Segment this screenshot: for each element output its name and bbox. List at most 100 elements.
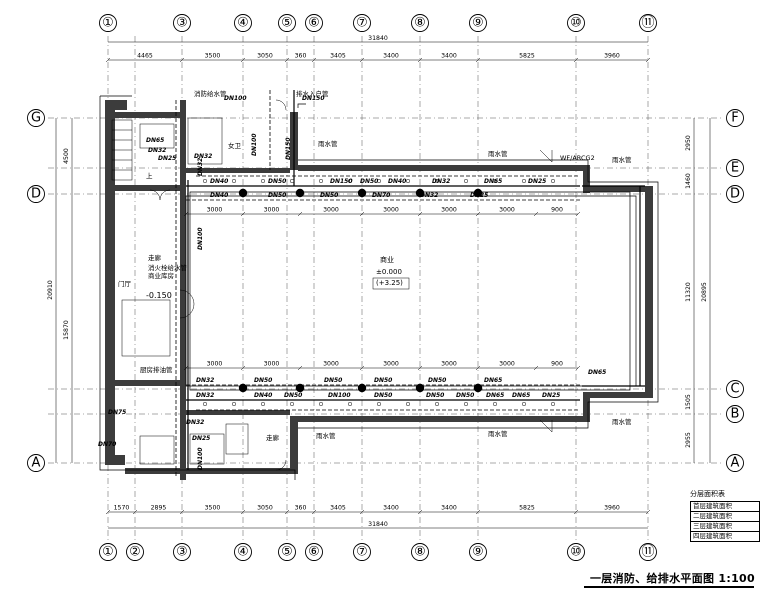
pipe-label-vertical: DN100: [197, 447, 204, 470]
wall-left: [105, 100, 127, 455]
axis-top-0-label: ①: [102, 16, 114, 31]
dim-bay-bottom-text: 3000: [264, 361, 280, 368]
dim-bay-bottom-text: 3000: [323, 361, 339, 368]
axis-right-0: F: [726, 109, 744, 127]
pipe-label-lower: DN40: [254, 392, 272, 399]
axis-bottom-7-label: ⑧: [414, 545, 426, 560]
sprinkler-upper: [434, 178, 440, 184]
axis-bottom-9-label: ⑩: [570, 545, 582, 560]
dim-bottom-tick: [311, 509, 317, 515]
dim-bottom-text: 3405: [330, 505, 346, 512]
column-upper: [238, 188, 248, 198]
area-table-row: 四层建筑面积: [690, 531, 760, 542]
label-corridor: 走廊: [148, 253, 162, 262]
axis-bottom-7: ⑧: [411, 543, 429, 561]
dim-right-0: 2950: [685, 135, 692, 151]
wall-upper-inner: [180, 168, 290, 173]
pipe-label-lower-low: DN65: [484, 377, 502, 384]
dim-bay-bottom-tick: [297, 365, 303, 371]
label-elevation: ±0.000: [376, 268, 402, 276]
dim-bay-top-tick: [297, 211, 303, 217]
drawing-title-underline: [584, 586, 754, 588]
dim-bay-bottom-tick: [359, 365, 365, 371]
columns: [238, 188, 483, 393]
axis-bottom-5-label: ⑥: [308, 545, 320, 560]
area-table-cell: 首层建筑面积: [690, 501, 760, 512]
dim-bay-top-text: 3000: [383, 207, 399, 214]
label-commercial: 商业: [380, 255, 394, 264]
pipe-label-lower: DN100: [328, 392, 351, 399]
wall-lower-inner: [186, 410, 290, 415]
sprinkler-lower: [550, 401, 556, 407]
axis-top-9: ⑪: [639, 14, 657, 32]
pipe-label-upper-low: DN70: [372, 192, 390, 199]
axis-bottom-6-label: ⑦: [356, 545, 368, 560]
axis-right-2-label: D: [730, 187, 740, 202]
dim-top-tick: [645, 57, 651, 63]
axis-top-4-label: ⑥: [308, 16, 320, 31]
dim-bottom-tick: [475, 509, 481, 515]
column-lower: [357, 383, 367, 393]
dim-bay-bottom-text: 900: [551, 361, 563, 368]
column-lower: [415, 383, 425, 393]
sprinkler-lower: [318, 401, 324, 407]
pipe-label-misc: DN100: [224, 95, 247, 102]
sprinkler-upper: [550, 178, 556, 184]
column-upper: [473, 188, 483, 198]
dim-top-tick: [240, 57, 246, 63]
commercial-boundary-inner: [185, 195, 637, 387]
dim-bay-bottom-tick: [417, 365, 423, 371]
axis-left-0: G: [27, 109, 45, 127]
axis-top-2: ④: [234, 14, 252, 32]
area-table-row: 首层建筑面积: [690, 501, 760, 512]
axis-left-2: A: [27, 454, 45, 472]
area-table-cell: 四层建筑面积: [690, 531, 760, 542]
axis-bottom-2-label: ③: [176, 545, 188, 560]
door-swing-3: [275, 99, 287, 111]
dim-top-total: 31840: [368, 35, 388, 42]
dim-bay-top-tick: [240, 211, 246, 217]
sprinkler-upper: [347, 178, 353, 184]
pipe-label-lower: DN32: [196, 392, 214, 399]
dim-bay-top-text: 3000: [441, 207, 457, 214]
wall-corridor: [180, 100, 186, 480]
axis-top-1: ③: [173, 14, 191, 32]
axis-left-1-label: D: [31, 187, 41, 202]
dim-top-tick: [311, 57, 317, 63]
dim-top-text: 3960: [604, 53, 620, 60]
rain-pipe-4: 雨水管: [612, 417, 632, 426]
pipes: [175, 90, 645, 478]
axis-top-4: ⑥: [305, 14, 323, 32]
rain-pipe-2: 雨水管: [488, 149, 508, 158]
wall-stair-top: [108, 112, 180, 118]
pipe-label-upper-low: DN40: [210, 192, 228, 199]
dim-bottom-tick: [105, 509, 111, 515]
commercial-boundary: [189, 191, 631, 391]
pipe-label-misc: DN65: [146, 137, 164, 144]
axis-bottom-10: ⑪: [639, 543, 657, 561]
dim-bay-bottom-tick: [533, 365, 539, 371]
axis-bottom-1: ②: [126, 543, 144, 561]
pipe-label-upper-low: DN50: [268, 192, 286, 199]
dim-bay-top-tick: [417, 211, 423, 217]
axis-top-3: ⑤: [278, 14, 296, 32]
sprinklers: [202, 178, 556, 407]
dim-bottom-text: 3400: [383, 505, 399, 512]
wall-right: [645, 186, 653, 398]
sprinkler-lower: [202, 401, 208, 407]
pipe-label-misc: DN32: [194, 153, 212, 160]
sprinkler-lower: [260, 401, 266, 407]
pipe-label-upper-low: DN25: [470, 192, 488, 199]
axis-top-2-label: ④: [237, 16, 249, 31]
pipe-label-misc: DN75: [108, 409, 126, 416]
dim-bay-top-tick: [575, 211, 581, 217]
dim-bay-top-tick: [183, 211, 189, 217]
axis-left-0-label: G: [31, 111, 41, 126]
area-table-grid: 首层建筑面积二层建筑面积三层建筑面积四层建筑面积: [690, 501, 760, 542]
pipe-label-vertical: DN100: [197, 227, 204, 250]
pipe-label-lower: DN50: [374, 392, 392, 399]
pipe-label-lower-low: DN50: [374, 377, 392, 384]
